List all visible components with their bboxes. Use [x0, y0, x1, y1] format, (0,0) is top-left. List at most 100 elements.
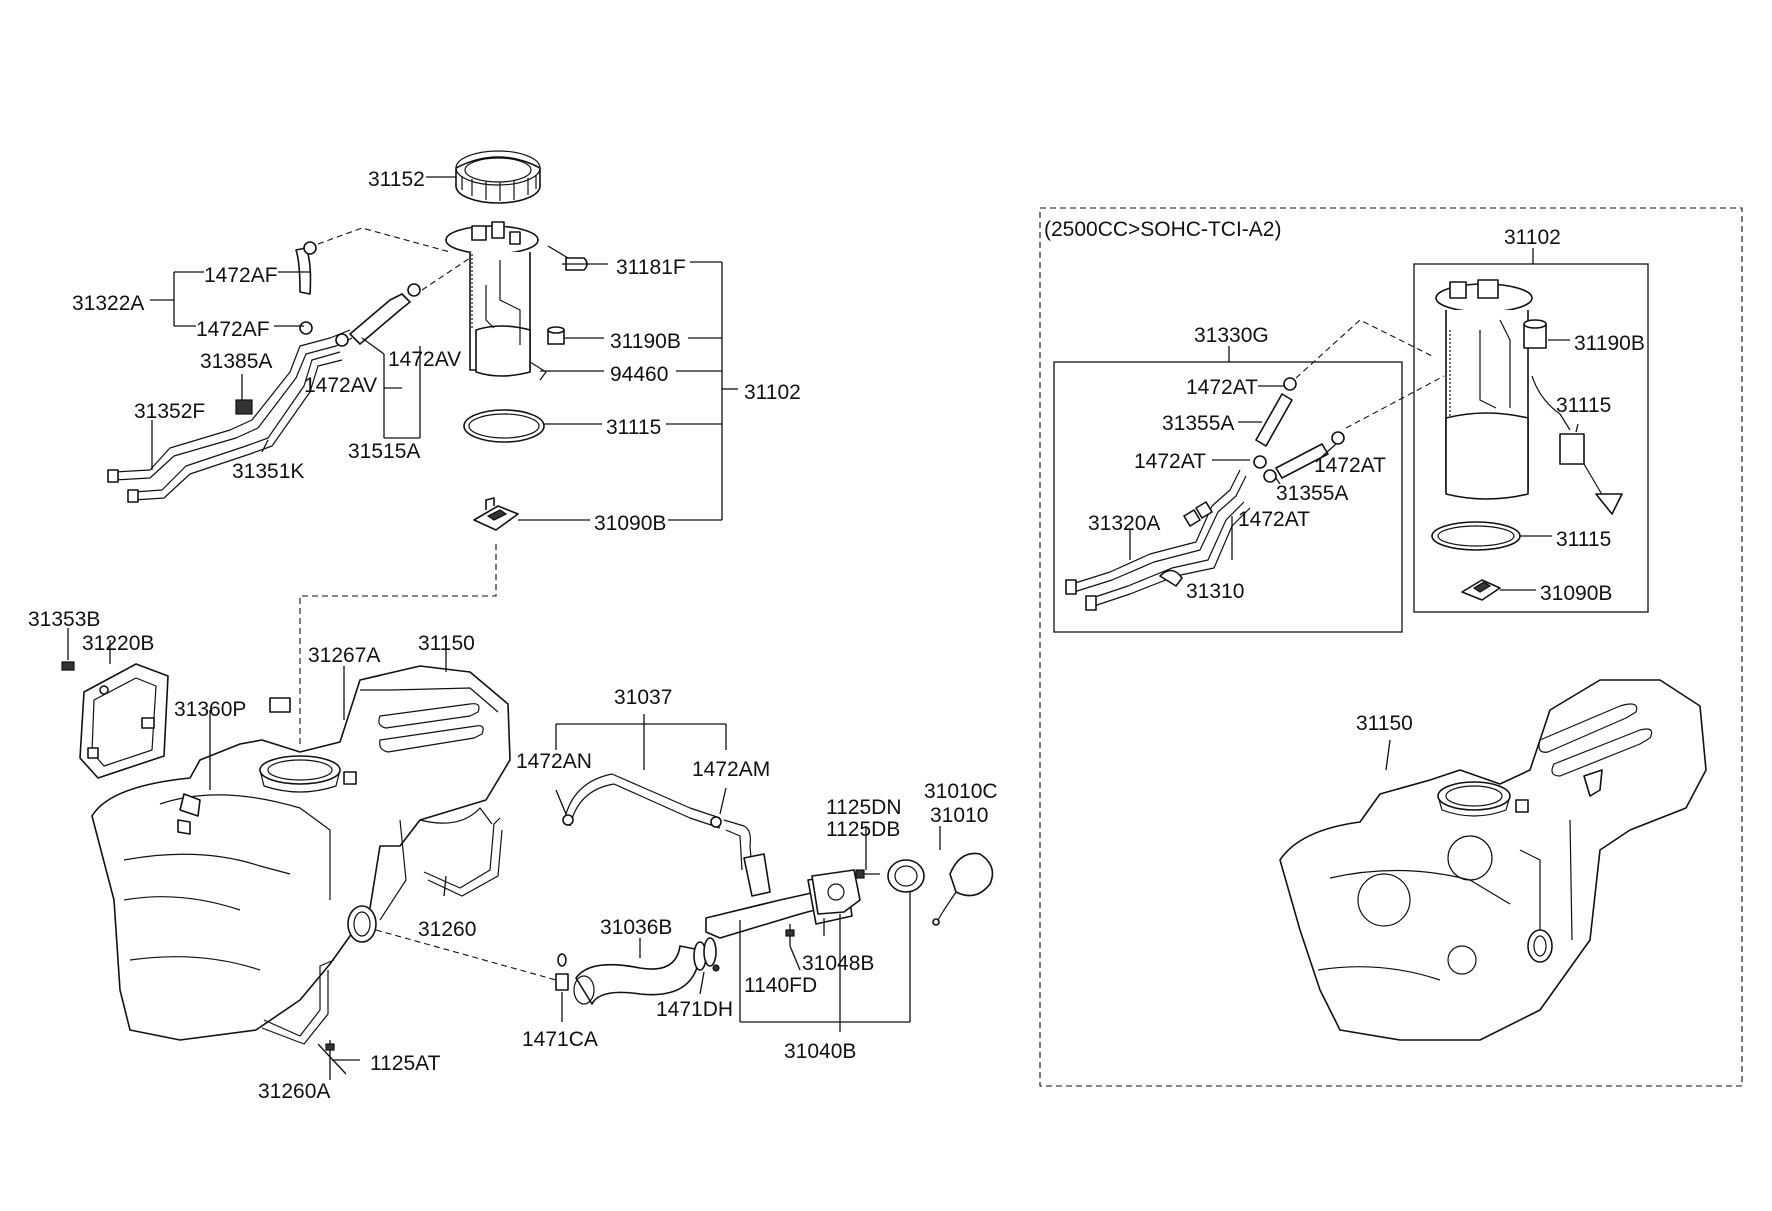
leader-31260A — [317, 1043, 347, 1075]
label-31515A: 31515A — [348, 440, 420, 463]
fuel-line-31351K — [107, 329, 353, 503]
label-31040B: 31040B — [784, 1040, 856, 1063]
label-31220B: 31220B — [82, 632, 154, 655]
leader-group-31040B — [739, 826, 941, 1032]
label-1125DN: 1125DN — [826, 796, 902, 819]
label-1471DH: 1471DH — [656, 998, 733, 1021]
sensor-31190B — [547, 326, 565, 345]
label-v31355A-1: 31355A — [1162, 412, 1234, 435]
leader-v31150 — [1385, 739, 1391, 771]
variant-dashed-connectors — [1295, 319, 1445, 429]
label-v31330G: 31330G — [1194, 324, 1269, 347]
label-31385A: 31385A — [200, 350, 272, 373]
label-1471CA: 1471CA — [522, 1028, 598, 1051]
variant-line-box — [1053, 361, 1403, 633]
label-31352F: 31352F — [134, 400, 205, 423]
label-v1472AT-4: 1472AT — [1238, 508, 1310, 531]
label-1472AV-left: 1472AV — [304, 374, 377, 397]
label-v1472AT-2: 1472AT — [1134, 450, 1206, 473]
breather-hose-31037 — [562, 773, 753, 871]
label-31190B: 31190B — [610, 330, 681, 353]
bolt-1125AT — [325, 1040, 360, 1080]
screw-1140FD — [785, 924, 795, 946]
leader-31260 — [443, 875, 447, 897]
fuel-pump-module-31102 — [445, 221, 547, 381]
label-1125DB: 1125DB — [826, 818, 900, 841]
label-1140FD: 1140FD — [744, 974, 817, 997]
label-v1472AT-1: 1472AT — [1186, 376, 1258, 399]
label-v31190B: 31190B — [1574, 332, 1645, 355]
label-v31102: 31102 — [1504, 226, 1561, 249]
label-31102: 31102 — [744, 381, 801, 404]
label-31037: 31037 — [614, 686, 672, 709]
variant-leaders-pump — [1500, 339, 1579, 591]
dashed-connectors-main — [299, 227, 557, 981]
fuel-tank-31150 — [91, 665, 511, 1041]
label-31267A: 31267A — [308, 644, 380, 667]
label-v31355A-2: 31355A — [1276, 482, 1348, 505]
variant-pump-module — [1435, 279, 1533, 500]
label-1472AF-top: 1472AF — [204, 264, 278, 287]
label-v31150: 31150 — [1356, 712, 1413, 735]
cap-31010 — [887, 852, 994, 926]
leader-group-31037 — [555, 714, 727, 815]
label-31181F: 31181F — [616, 256, 686, 279]
label-1472AM: 1472AM — [692, 758, 770, 781]
o-ring-31115 — [463, 409, 545, 443]
clamp-1471CA — [555, 953, 569, 991]
label-1472AF-bottom: 1472AF — [196, 318, 270, 341]
variant-hoses-31355A — [1253, 377, 1345, 483]
labels-main: 31152 31181F 31190B 94460 31102 31115 31… — [28, 168, 998, 1103]
variant-box-title: (2500CC>SOHC-TCI-A2) — [1044, 218, 1281, 241]
variant-pump-box — [1413, 263, 1649, 613]
label-31048B: 31048B — [802, 952, 874, 975]
label-1472AV-right: 1472AV — [388, 348, 461, 371]
label-94460: 94460 — [610, 363, 668, 386]
label-31152: 31152 — [368, 168, 425, 191]
variant-level-sender-31115 — [1531, 375, 1623, 515]
variant-sensor-31190B — [1523, 319, 1547, 349]
label-v31115-b: 31115 — [1556, 528, 1611, 551]
label-31360P: 31360P — [174, 698, 246, 721]
label-31150: 31150 — [418, 632, 475, 655]
label-v31320A: 31320A — [1088, 512, 1160, 535]
label-31322A: 31322A — [72, 292, 144, 315]
label-v1472AT-3: 1472AT — [1314, 454, 1386, 477]
screw-31353B — [61, 628, 75, 671]
screw-1125DB — [855, 869, 880, 879]
leader-group-31515A — [361, 337, 421, 439]
strap-31260 — [423, 817, 503, 897]
label-v31090B: 31090B — [1540, 582, 1612, 605]
label-31010C: 31010C — [924, 780, 998, 803]
label-31351K: 31351K — [232, 460, 304, 483]
lock-ring-31152 — [455, 150, 541, 204]
leader-group-31102 — [426, 176, 738, 521]
variant-leaders-lines — [1129, 385, 1337, 560]
label-31260: 31260 — [418, 918, 476, 941]
leader-1471DH — [699, 971, 705, 995]
leader-group-31322A — [150, 271, 310, 327]
heat-shield-31220B — [79, 640, 169, 779]
label-v31310: 31310 — [1186, 580, 1244, 603]
label-31353B: 31353B — [28, 608, 100, 631]
clamp-1471DH — [693, 937, 720, 972]
label-31115: 31115 — [606, 416, 661, 439]
label-1125AT: 1125AT — [370, 1052, 441, 1075]
bracket-31090B — [473, 497, 519, 531]
leader-31351K — [261, 439, 269, 453]
label-31090B: 31090B — [594, 512, 666, 535]
label-31010: 31010 — [930, 804, 988, 827]
gasket-31048B — [811, 869, 861, 915]
label-1472AN: 1472AN — [516, 750, 592, 773]
labels-variant: (2500CC>SOHC-TCI-A2) 31102 31330G 1472AT… — [1044, 218, 1645, 735]
hose-31036B — [573, 945, 701, 1005]
clip-31385A — [235, 399, 253, 415]
variant-box — [1039, 207, 1743, 1087]
label-31260A: 31260A — [258, 1080, 330, 1103]
label-v31115-a: 31115 — [1556, 394, 1611, 417]
variant-fuel-line-31310 — [1065, 469, 1251, 611]
strap-31260A — [261, 959, 335, 1045]
label-31036B: 31036B — [600, 916, 672, 939]
